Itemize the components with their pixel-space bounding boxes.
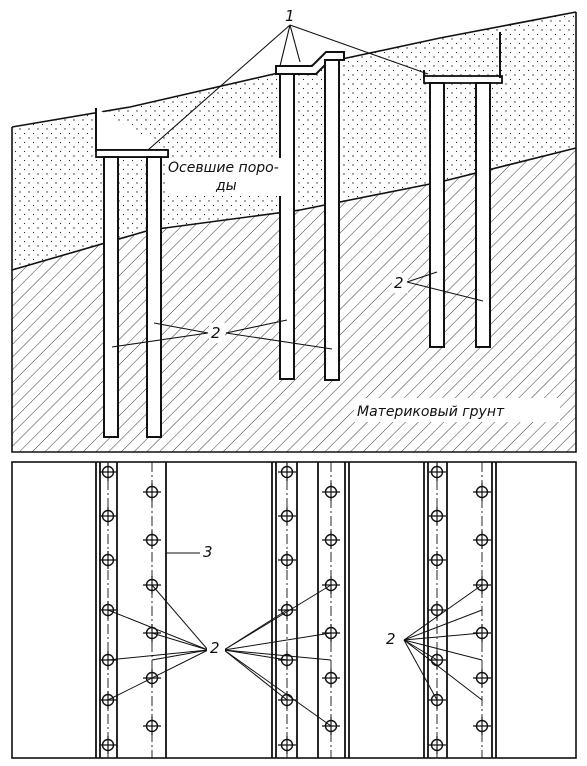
plan-callout-2-left: 2 xyxy=(210,639,220,657)
pile-plan-marker xyxy=(278,736,296,754)
pile-plan-marker xyxy=(278,463,296,481)
callout-1-leaders xyxy=(147,24,429,151)
pile-plan-marker xyxy=(322,531,340,549)
callout-2-leaders-top xyxy=(111,271,484,350)
native-ground-label: Материковый грунт xyxy=(357,404,505,420)
pile-plan-marker xyxy=(428,601,446,619)
elevation-frame xyxy=(11,12,577,453)
pile xyxy=(279,73,295,380)
pile-plan-marker xyxy=(143,717,161,735)
pile-plan-marker xyxy=(143,483,161,501)
plan-callout-2-right: 2 xyxy=(386,630,396,648)
pile-plan-marker xyxy=(99,551,117,569)
pile-plan-marker xyxy=(322,576,340,594)
pile-plan-marker xyxy=(278,551,296,569)
pile-plan-marker xyxy=(473,483,491,501)
plan-callout-3: 3 xyxy=(203,543,213,561)
pile-plan-marker xyxy=(428,463,446,481)
pile-plan-marker xyxy=(428,736,446,754)
pile-plan-marker xyxy=(473,669,491,687)
pile xyxy=(429,82,445,348)
callout-2-leaders-bottom xyxy=(107,552,483,727)
pile-plan-marker xyxy=(473,717,491,735)
callout-2-label-left: 2 xyxy=(211,324,221,342)
plan-view: 2 2 3 xyxy=(11,461,577,759)
pile-plan-marker xyxy=(99,736,117,754)
pile xyxy=(475,82,491,348)
pile-plan-marker xyxy=(322,669,340,687)
pile-plan-marker xyxy=(322,483,340,501)
pile xyxy=(146,156,162,438)
pile xyxy=(103,156,119,438)
settled-soil-label-cont: ды xyxy=(215,178,237,194)
pile-plan-marker xyxy=(428,507,446,525)
elevation-view: 1 2 2 Осевшие поро- ды Материковый грунт xyxy=(11,7,577,453)
pile-plan-marker xyxy=(428,551,446,569)
pile-plan-marker xyxy=(473,531,491,549)
pile-plan-marker xyxy=(99,507,117,525)
callout-2-label-right: 2 xyxy=(394,274,404,292)
pile-plan-marker xyxy=(143,531,161,549)
pile-plan-marker xyxy=(99,463,117,481)
pile xyxy=(324,59,340,381)
callout-1-label: 1 xyxy=(285,7,295,25)
settled-soil-label: Осевшие поро- xyxy=(168,160,279,176)
pile-plan-marker xyxy=(278,507,296,525)
